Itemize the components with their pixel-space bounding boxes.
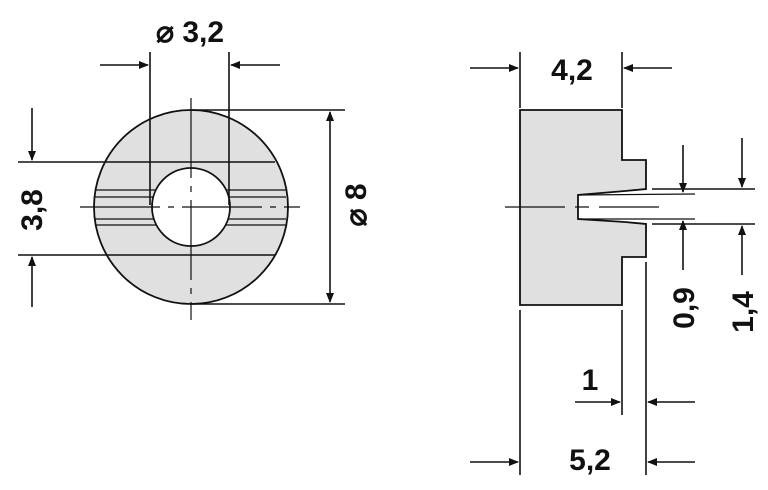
front-view: ⌀ 3,2 ⌀ 8 3,8: [16, 16, 373, 320]
slot-inner-label: 0,9: [668, 287, 701, 329]
slot-width-label: 3,8: [16, 189, 49, 231]
total-width-label: 5,2: [569, 444, 611, 477]
outer-diameter-label: ⌀ 8: [340, 183, 373, 226]
side-view: 4,2 5,2 1 0,9 1,4: [470, 52, 760, 477]
body-width-label: 4,2: [551, 54, 593, 87]
step-label: 1: [582, 364, 599, 397]
hole-diameter-label: ⌀ 3,2: [156, 16, 224, 49]
slot-outer-label: 1,4: [727, 291, 760, 333]
